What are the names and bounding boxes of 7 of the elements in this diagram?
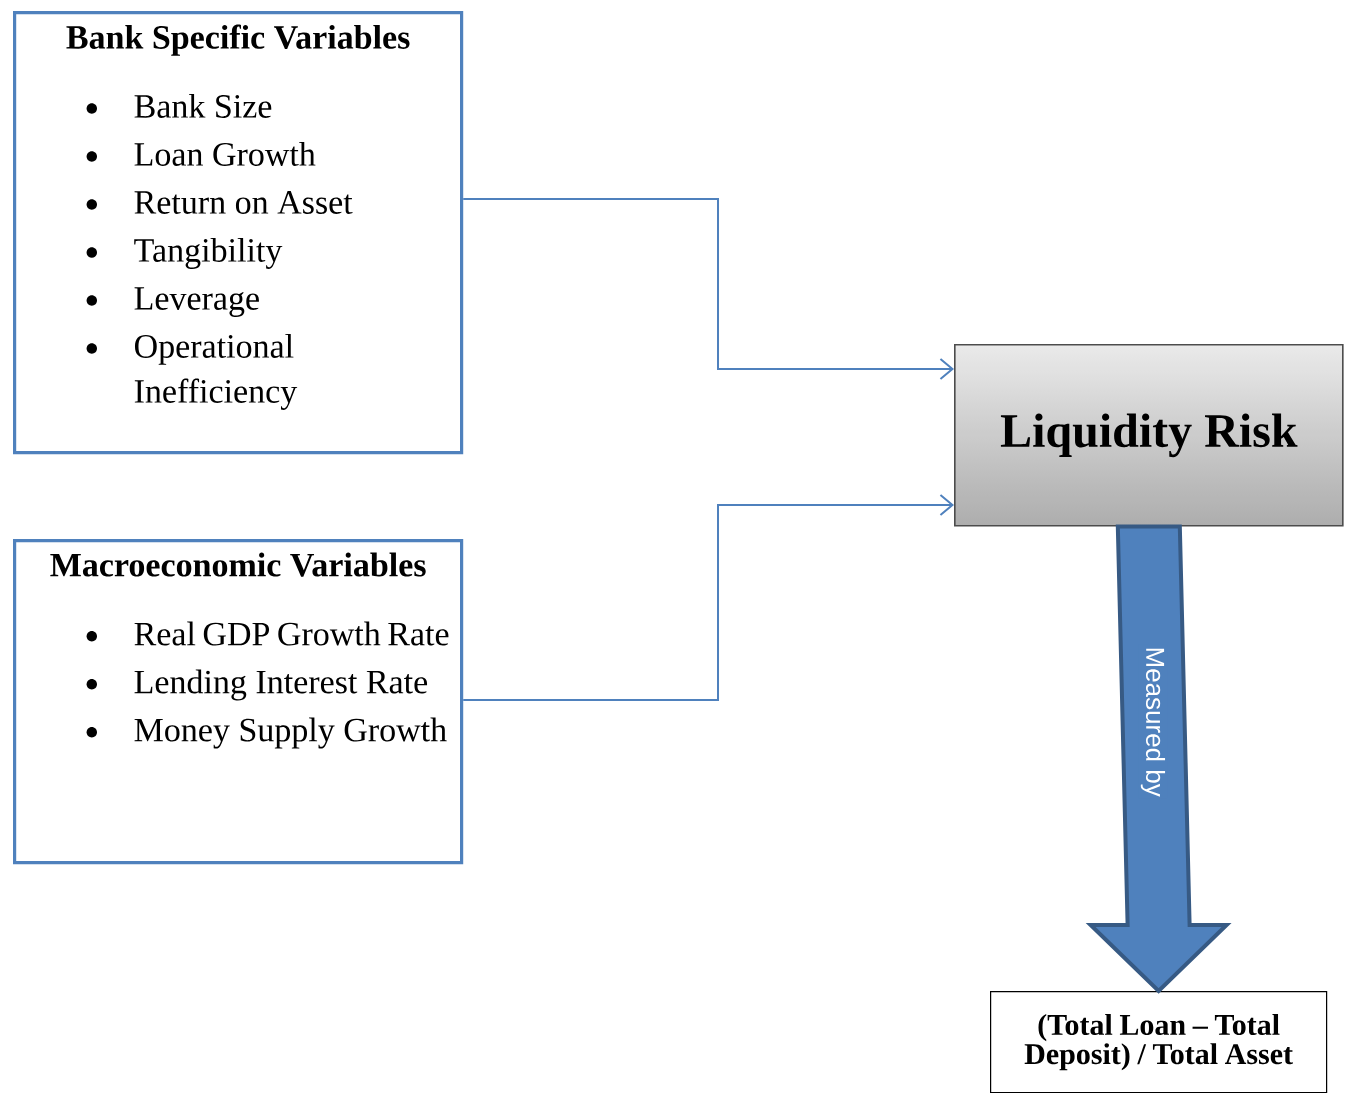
variables-box: Macroeconomic Variables Real GDP Growth Rate Lending Interest Rate Money Supply Growth (13, 539, 464, 865)
variables-box: Bank Specific Variables Bank Size Loan Growth Return on Asset Tangibility Leverage Operational Inefficiency (13, 11, 464, 455)
formula-box: (Total Loan – Total Deposit) / Total Asset (990, 991, 1328, 1093)
edge-label: Measured by (1138, 644, 1168, 799)
arrow (462, 198, 954, 380)
outcome-box: Liquidity Risk (954, 344, 1344, 527)
arrow (462, 494, 954, 701)
